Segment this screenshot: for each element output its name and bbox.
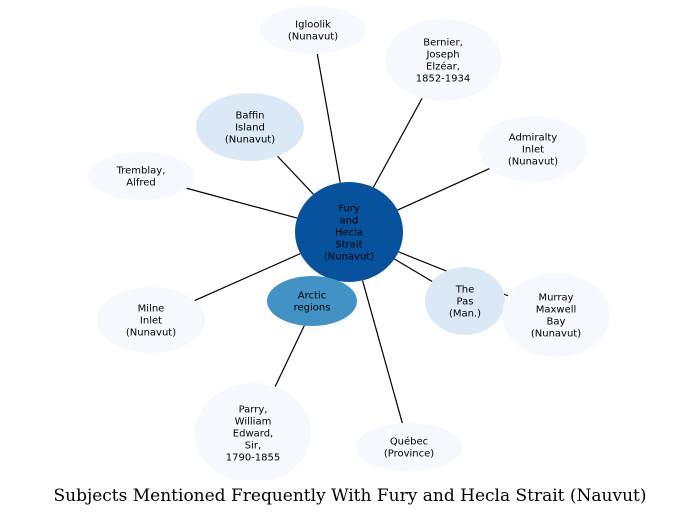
node-tremblay-label-line: Tremblay,	[116, 166, 166, 177]
node-igloolik-ellipse	[260, 6, 366, 54]
edge-center-admiralty	[397, 168, 490, 211]
node-tremblay-label-line: Alfred	[126, 178, 156, 189]
node-thepas-ellipse	[425, 267, 505, 335]
node-tremblay[interactable]: Tremblay,Alfred	[88, 152, 194, 200]
node-quebec[interactable]: Québec(Province)	[356, 423, 462, 471]
node-bernier-label-line: 1852-1934	[416, 74, 471, 85]
edge-center-quebec	[361, 280, 403, 424]
node-quebec-label-line: Québec	[390, 436, 428, 448]
subject-network-diagram: FuryandHeclaStrait(Nunavut)Igloolik(Nuna…	[88, 6, 610, 480]
node-parry-label-line: Parry,	[239, 405, 268, 416]
node-admiralty-ellipse	[479, 116, 587, 182]
node-admiralty-label-line: (Nunavut)	[508, 157, 558, 168]
node-arctic-label-line: Arctic	[298, 291, 326, 302]
node-baffin-label-line: Island	[235, 123, 265, 134]
node-quebec-label-line: (Province)	[384, 449, 434, 460]
edge-center-tremblay	[186, 187, 298, 219]
edge-center-igloolik	[316, 53, 341, 183]
node-parry-label-line: Sir,	[245, 441, 261, 452]
node-parry-label-line: Edward,	[233, 429, 273, 440]
node-murray-label-line: Maxwell	[536, 305, 577, 316]
node-igloolik-label-line: (Nunavut)	[288, 32, 338, 43]
node-igloolik[interactable]: Igloolik(Nunavut)	[260, 6, 366, 54]
node-milne-label-line: (Nunavut)	[126, 328, 176, 339]
node-center-label-line: Strait	[335, 240, 362, 251]
nodes: FuryandHeclaStrait(Nunavut)Igloolik(Nuna…	[88, 6, 610, 480]
node-milne-ellipse	[97, 287, 205, 353]
edges	[186, 53, 509, 424]
edge-center-milne	[194, 253, 301, 302]
node-center-ellipse	[295, 182, 403, 282]
node-igloolik-label-line: Igloolik	[295, 20, 331, 31]
node-bernier-label-line: Elzéar,	[426, 61, 460, 73]
node-milne-label-line: Inlet	[140, 316, 162, 327]
node-bernier-label-line: Joseph	[425, 50, 459, 61]
node-baffin-label-line: (Nunavut)	[225, 135, 275, 146]
node-quebec-ellipse	[356, 423, 462, 471]
node-murray-label-line: Bay	[547, 317, 566, 328]
node-center-label-line: Hecla	[335, 228, 363, 239]
node-admiralty-label-line: Inlet	[522, 145, 544, 156]
node-center-label-line: Fury	[338, 204, 360, 215]
node-thepas-label-line: The	[455, 285, 475, 296]
node-parry-ellipse	[195, 383, 311, 480]
node-center-label-line: (Nunavut)	[324, 252, 374, 263]
edge-center-baffin	[277, 155, 314, 195]
diagram-title: Subjects Mentioned Frequently With Fury …	[53, 486, 647, 506]
node-baffin-label-line: Baffin	[236, 111, 265, 122]
node-parry-label-line: William	[235, 417, 272, 428]
node-bernier-ellipse	[385, 19, 501, 101]
node-arctic-label-line: regions	[294, 303, 331, 314]
node-thepas-label-line: Pas	[457, 297, 474, 308]
node-arctic-ellipse	[267, 276, 357, 326]
node-baffin-ellipse	[196, 93, 304, 161]
node-milne-label-line: Milne	[138, 304, 165, 315]
node-murray-label-line: (Nunavut)	[531, 329, 581, 340]
node-parry-label-line: 1790-1855	[226, 453, 281, 464]
node-thepas-label-line: (Man.)	[449, 309, 481, 320]
node-bernier-label-line: Bernier,	[423, 38, 463, 49]
node-murray-label-line: Murray	[538, 293, 573, 304]
node-murray-ellipse	[502, 273, 610, 357]
edge-center-bernier	[372, 97, 423, 188]
node-tremblay-ellipse	[88, 152, 194, 200]
edge-center-thepas	[394, 258, 433, 283]
node-admiralty-label-line: Admiralty	[509, 133, 557, 144]
node-center-label-line: and	[340, 216, 359, 227]
